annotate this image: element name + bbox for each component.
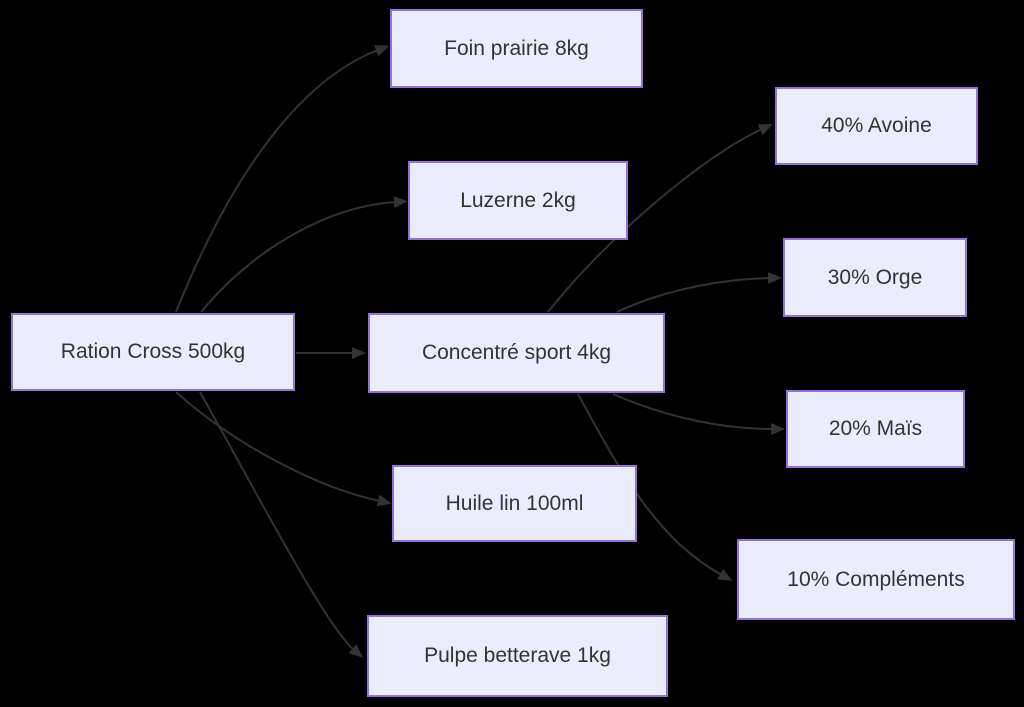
node-luzerne: Luzerne 2kg bbox=[408, 161, 628, 240]
node-huile-lin: Huile lin 100ml bbox=[392, 465, 637, 542]
node-label: Ration Cross 500kg bbox=[60, 340, 246, 363]
edge-concentre-mais bbox=[612, 393, 785, 435]
node-foin-prairie: Foin prairie 8kg bbox=[390, 9, 643, 88]
node-concentre-sport: Concentré sport 4kg bbox=[368, 313, 665, 393]
node-label: Foin prairie 8kg bbox=[444, 36, 589, 60]
node-pulpe-betterave: Pulpe betterave 1kg bbox=[367, 615, 668, 697]
node-label: Concentré sport 4kg bbox=[421, 341, 612, 364]
edge-root-pulpe bbox=[199, 391, 364, 658]
edge-concentre-complements bbox=[577, 393, 733, 581]
edge-root-huile bbox=[175, 391, 392, 507]
node-mais: 20% Maïs bbox=[786, 390, 965, 468]
node-label: Pulpe betterave 1kg bbox=[424, 644, 611, 667]
node-label: 40% Avoine bbox=[821, 114, 932, 137]
edge-concentre-orge bbox=[616, 272, 782, 313]
node-ration-cross: Ration Cross 500kg bbox=[11, 313, 295, 391]
edge-concentre-avoine bbox=[547, 123, 773, 313]
node-label: Huile lin 100ml bbox=[445, 491, 584, 515]
node-label: 20% Maïs bbox=[828, 417, 923, 440]
edge-root-foin bbox=[175, 45, 390, 313]
node-avoine: 40% Avoine bbox=[775, 87, 978, 165]
node-label: Luzerne 2kg bbox=[460, 188, 576, 212]
node-label: 10% Compléments bbox=[787, 567, 965, 591]
node-label: 30% Orge bbox=[827, 265, 923, 289]
edge-root-luzerne bbox=[200, 196, 408, 313]
node-complements: 10% Compléments bbox=[737, 539, 1015, 620]
node-orge: 30% Orge bbox=[783, 238, 967, 317]
